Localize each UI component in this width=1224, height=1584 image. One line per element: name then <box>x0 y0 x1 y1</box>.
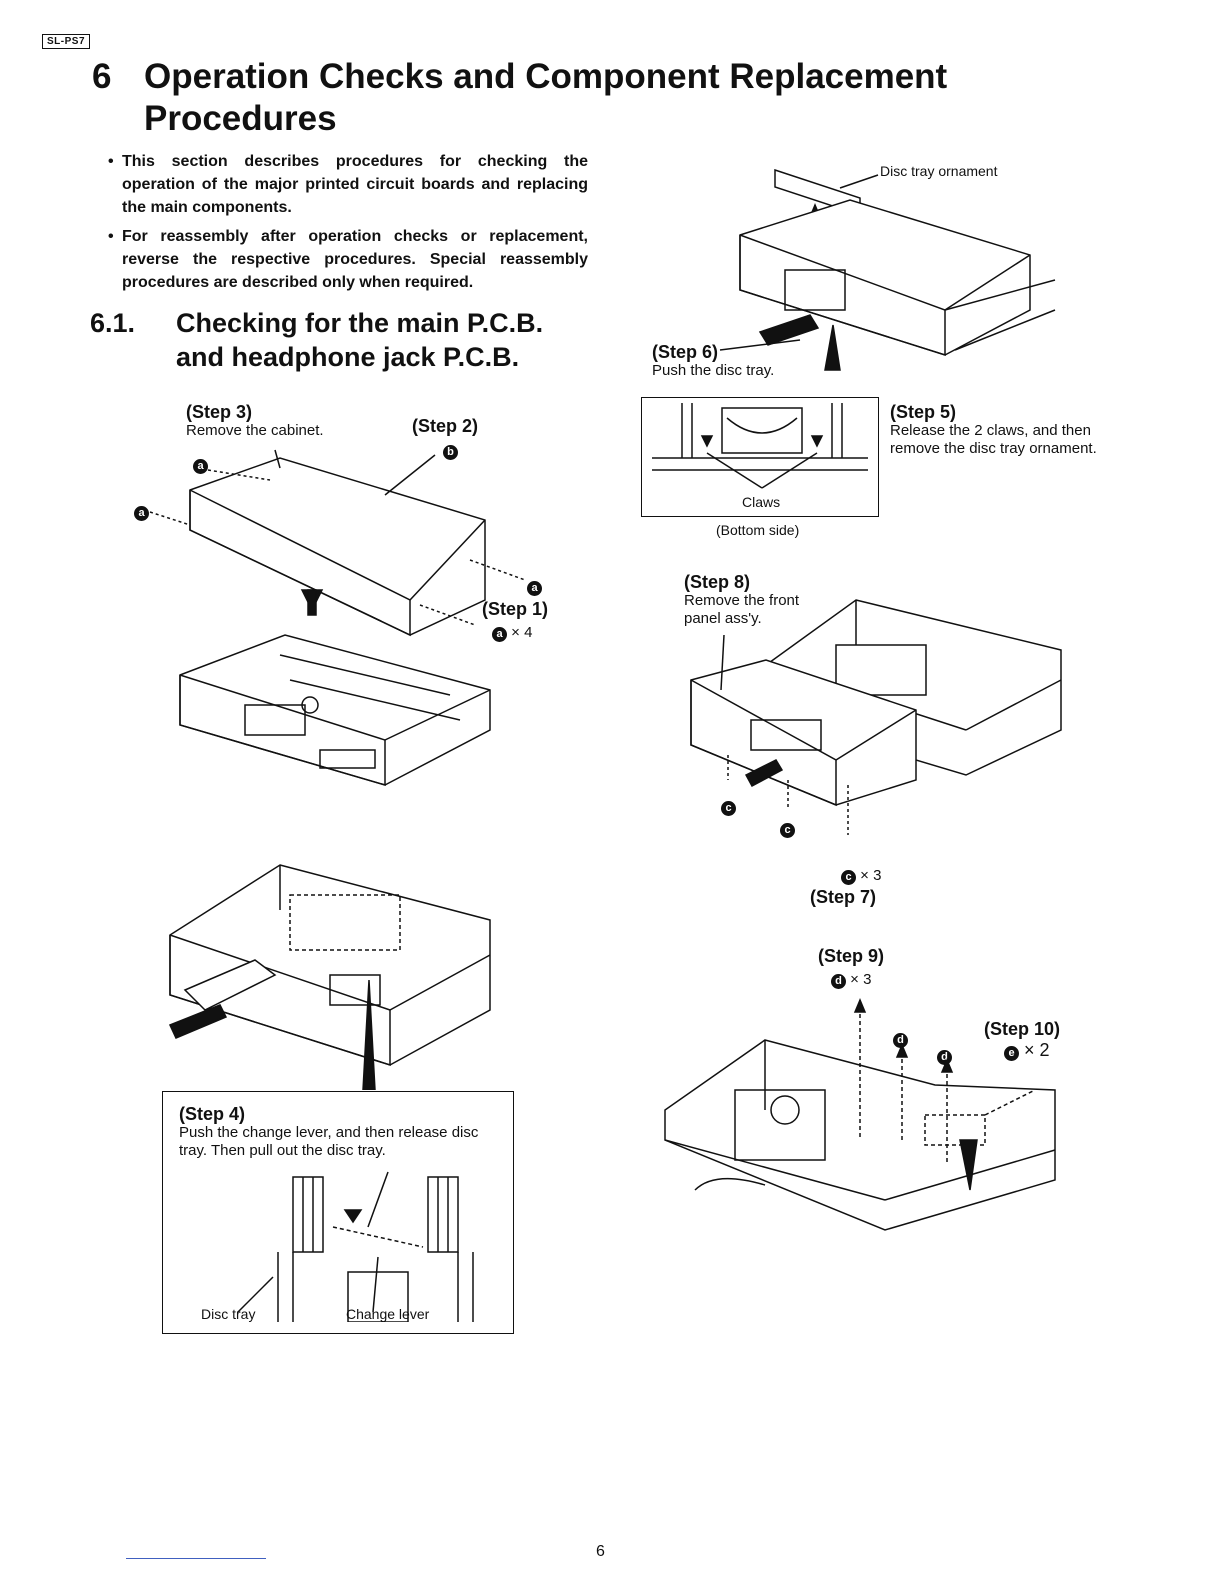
subsection-number: 6.1. <box>90 308 136 338</box>
screw-a-icon: a <box>134 503 149 521</box>
screw-a-icon: a <box>492 627 507 642</box>
qty-label: × 4 <box>511 624 533 641</box>
bottom-side-label: (Bottom side) <box>716 522 800 538</box>
fig3-step8-text: Remove the front panel ass'y. <box>684 592 800 627</box>
claws-detail-box: Claws <box>641 397 879 517</box>
section-number: 6 <box>92 57 112 96</box>
claws-label: Claws <box>742 494 781 510</box>
fig5-step9-title: (Step 9) <box>818 946 885 966</box>
fig4-step4-text: Push the change lever, and then release … <box>179 1124 479 1159</box>
change-lever-label: Change lever <box>346 1306 430 1322</box>
subsection-line1: Checking for the main P.C.B. <box>176 308 544 338</box>
title-line2: Procedures <box>144 99 337 138</box>
qty-label: × 3 <box>860 867 882 884</box>
fig4-step4-title: (Step 4) <box>179 1104 246 1124</box>
screw-b-icon: b <box>443 442 458 460</box>
screw-d-icon: d <box>831 974 846 989</box>
mechanism-illustration <box>664 998 1056 1231</box>
qty-label: × 3 <box>850 971 872 988</box>
bullet-item: This section describes procedures for ch… <box>108 150 588 219</box>
screw-a-icon: a <box>193 456 208 474</box>
screw-c-icon: c <box>780 820 795 838</box>
disc-tray-illustration <box>168 864 491 1090</box>
page-title: 6 Operation Checks and Component Replacem… <box>92 56 1092 140</box>
fig5-step10-title: (Step 10) <box>984 1019 1061 1039</box>
screw-d-icon: d <box>893 1030 908 1048</box>
screw-e-icon: e <box>1004 1046 1019 1061</box>
fig5-step9-qty: d × 3 <box>831 971 871 989</box>
fig2-step6-text: Push the disc tray. <box>652 362 775 379</box>
claws-illustration <box>652 403 868 489</box>
fig2-step6-title: (Step 6) <box>652 342 719 362</box>
fig1-step2-title: (Step 2) <box>412 416 479 436</box>
fig2-step5-title: (Step 5) <box>890 402 957 422</box>
intro-bullets: This section describes procedures for ch… <box>108 150 588 300</box>
front-panel-illustration <box>690 599 1062 835</box>
ornament-illustration <box>719 168 1056 371</box>
cabinet-illustration <box>149 449 526 787</box>
change-lever-illustration <box>237 1171 474 1322</box>
page-number: 6 <box>596 1543 605 1560</box>
change-lever-detail-box: (Step 4) Push the change lever, and then… <box>162 1091 514 1334</box>
fig1-step1-qty: a × 4 <box>492 624 532 642</box>
screw-a-icon: a <box>527 578 542 596</box>
screw-c-icon: c <box>721 798 736 816</box>
screw-c-icon: c <box>841 870 856 885</box>
subsection-line2: and headphone jack P.C.B. <box>176 342 520 372</box>
bullet-item: For reassembly after operation checks or… <box>108 225 588 294</box>
fig3-step7-qty: c × 3 <box>841 867 881 885</box>
fig3-step7-title: (Step 7) <box>810 887 877 907</box>
fig1-step1-title: (Step 1) <box>482 599 549 619</box>
ornament-label: Disc tray ornament <box>880 163 998 179</box>
footer-divider <box>126 1558 266 1559</box>
subsection-heading: 6.1. Checking for the main P.C.B. and hea… <box>90 306 543 374</box>
qty-label: × 2 <box>1024 1040 1050 1060</box>
fig5-step10-qty: e × 2 <box>1004 1041 1050 1061</box>
fig2-step5-text: Release the 2 claws, and then remove the… <box>890 422 1097 457</box>
disc-tray-label: Disc tray <box>201 1306 256 1322</box>
model-tag: SL-PS7 <box>42 34 91 49</box>
fig1-step3-text: Remove the cabinet. <box>186 422 324 439</box>
fig3-step8-title: (Step 8) <box>684 572 751 592</box>
title-line1: Operation Checks and Component Replaceme… <box>144 57 948 96</box>
fig1-step3-title: (Step 3) <box>186 402 253 422</box>
